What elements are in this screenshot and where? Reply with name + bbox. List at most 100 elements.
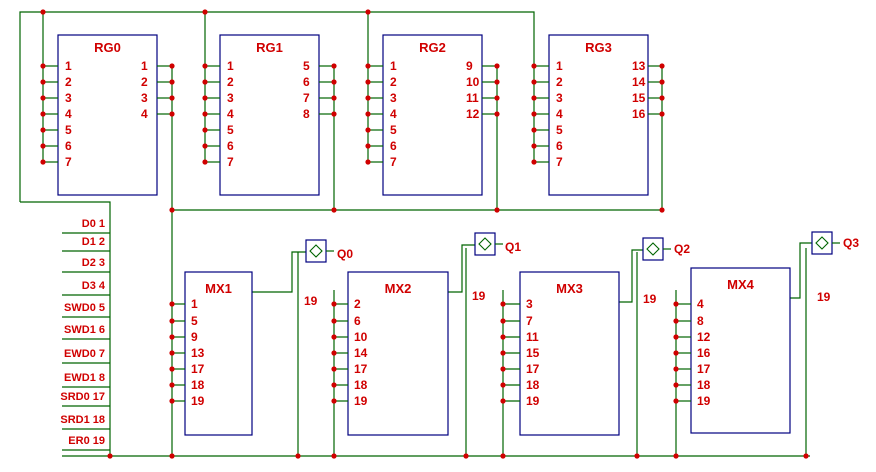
mux-pin-label: 19 — [697, 394, 711, 408]
output-pin-label: 5 — [303, 59, 310, 73]
junction-dot — [331, 398, 337, 404]
junction-dot — [500, 301, 506, 307]
signal-label: SWD0 5 — [64, 302, 105, 314]
junction-dot — [202, 111, 208, 117]
junction-dot — [494, 95, 500, 101]
mux-pin-label: 12 — [697, 330, 711, 344]
junction-dot — [659, 111, 665, 117]
mux-pin-label: 1 — [191, 297, 198, 311]
junction-dot — [331, 366, 337, 372]
input-pin-label: 4 — [390, 107, 397, 121]
input-pin-label: 5 — [390, 123, 397, 137]
register-body — [57, 34, 158, 196]
signal-line: SWD0 5 — [62, 302, 110, 318]
junction-dot — [494, 63, 500, 69]
input-pin-label: 1 — [227, 59, 234, 73]
junction-dot — [169, 334, 175, 340]
junction-dot — [169, 453, 175, 459]
input-pin-label: 7 — [65, 155, 72, 169]
junction-dot — [659, 95, 665, 101]
input-pin-label: 4 — [227, 107, 234, 121]
mux-pin-label: 13 — [191, 346, 205, 360]
junction-dot — [659, 63, 665, 69]
junction-dot — [673, 318, 679, 324]
mux-pin-label: 18 — [191, 378, 205, 392]
junction-dot — [531, 111, 537, 117]
junction-dot — [494, 111, 500, 117]
junction-dot — [202, 143, 208, 149]
output-pin-label: 9 — [466, 59, 473, 73]
signal-label: ER0 19 — [68, 435, 105, 447]
junction-dot — [494, 79, 500, 85]
signal-line: D1 2 — [62, 236, 110, 252]
output-pin-label: 7 — [303, 91, 310, 105]
register-title: RG1 — [256, 40, 283, 55]
flipflop-body — [811, 231, 833, 255]
register-title: RG0 — [94, 40, 121, 55]
flipflop-output-label: Q1 — [505, 240, 521, 254]
junction-dot — [500, 334, 506, 340]
clock-diamond-icon — [309, 244, 323, 258]
mux-pin-label: 10 — [354, 330, 368, 344]
junction-dot — [673, 350, 679, 356]
signal-label: D3 4 — [82, 280, 106, 292]
input-pin-label: 3 — [227, 91, 234, 105]
flipflop-q3: Q3 — [811, 231, 859, 255]
mux-body — [690, 267, 791, 434]
mux-pin-label: 3 — [526, 297, 533, 311]
flipflop-output-label: Q2 — [674, 242, 690, 256]
mux-pin-label: 11 — [526, 330, 539, 344]
junction-dot — [40, 143, 46, 149]
clock-diamond-icon — [815, 236, 829, 250]
output-pin-label: 1 — [141, 59, 148, 73]
output-pin-label: 15 — [632, 91, 646, 105]
junction-dot — [169, 301, 175, 307]
junction-dot — [659, 207, 665, 213]
junction-dot — [673, 334, 679, 340]
junction-dot — [40, 9, 46, 15]
junction-dot — [659, 79, 665, 85]
flipflop-output-label: Q3 — [843, 236, 859, 250]
flipflop-q0: Q0 — [305, 239, 353, 263]
mux-pin-label: 19 — [191, 394, 205, 408]
output-pin-label: 11 — [466, 91, 479, 105]
signal-line: D2 3 — [62, 257, 110, 273]
junction-dot — [331, 382, 337, 388]
signal-line: EWD0 7 — [62, 348, 110, 364]
mux-title: MX1 — [205, 281, 232, 296]
junction-dot — [365, 63, 371, 69]
junction-dot — [365, 111, 371, 117]
flipflop-q2: Q2 — [642, 237, 690, 261]
junction-dot — [107, 453, 113, 459]
mux-pin-label: 2 — [354, 297, 361, 311]
mux-pin-label: 9 — [191, 330, 198, 344]
output-pin-label: 10 — [466, 75, 480, 89]
multiplexer-blocks: MX11591317181919Q0MX226101417181919Q1MX3… — [107, 231, 859, 459]
input-pin-label: 2 — [390, 75, 397, 89]
junction-dot — [500, 318, 506, 324]
junction-dot — [365, 79, 371, 85]
junction-dot — [169, 366, 175, 372]
mux-body — [347, 271, 449, 436]
signal-label: D2 3 — [82, 257, 105, 269]
input-pin-label: 3 — [556, 91, 563, 105]
junction-dot — [500, 350, 506, 356]
junction-dot — [331, 350, 337, 356]
mux-pin-label: 17 — [191, 362, 205, 376]
signal-line: D0 1 — [62, 218, 110, 234]
junction-dot — [169, 382, 175, 388]
junction-dot — [202, 79, 208, 85]
signal-label: D0 1 — [82, 218, 105, 230]
junction-dot — [40, 159, 46, 165]
input-pin-label: 1 — [390, 59, 397, 73]
junction-dot — [365, 143, 371, 149]
output-pin-label: 13 — [632, 59, 646, 73]
mux-side-label: 19 — [817, 290, 831, 304]
register-title: RG3 — [585, 40, 612, 55]
junction-dot — [531, 63, 537, 69]
mux-pin-label: 15 — [526, 346, 540, 360]
junction-dot — [531, 95, 537, 101]
signal-line: SRD1 18 — [60, 414, 110, 430]
